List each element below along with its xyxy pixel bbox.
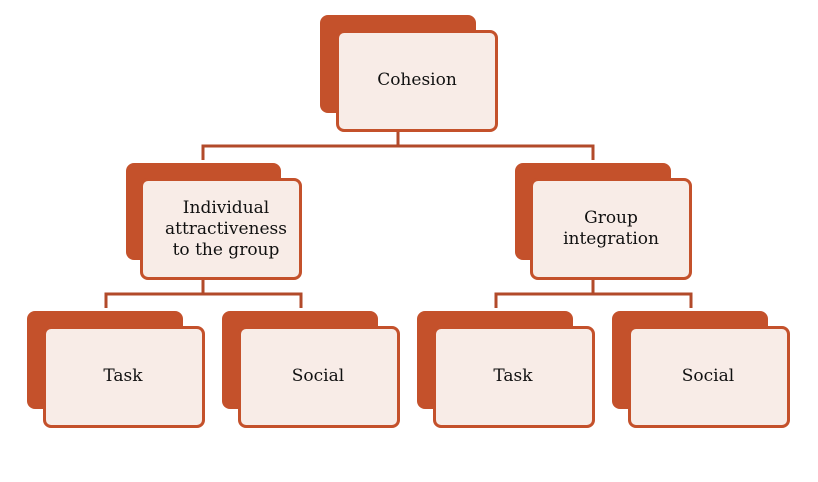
node-group-social: Social: [612, 311, 790, 428]
node-individual-social-label: Social: [291, 365, 345, 386]
node-individual-task-label: Task: [103, 365, 143, 386]
connector-individual-bar: [104, 292, 303, 308]
node-group-integration-box: [530, 178, 692, 280]
node-group-task-box: [433, 326, 595, 428]
node-cohesion-label: Cohesion: [377, 69, 457, 90]
connector-group-bar: [494, 292, 693, 308]
node-individual-attractiveness-label: Individual attractiveness to the group: [165, 197, 287, 260]
node-group-task: Task: [417, 311, 595, 428]
node-group-social-box: [628, 326, 790, 428]
node-individual-social: Social: [222, 311, 400, 428]
node-group-social-label: Social: [681, 365, 735, 386]
connector-top-bar: [201, 144, 595, 160]
node-individual-task: Task: [27, 311, 205, 428]
node-group-integration: Group integration: [515, 163, 692, 280]
node-cohesion-box: [336, 30, 498, 132]
node-individual-social-box: [238, 326, 400, 428]
node-individual-attractiveness: Individual attractiveness to the group: [126, 163, 302, 280]
node-group-task-label: Task: [493, 365, 533, 386]
node-group-integration-label: Group integration: [563, 208, 659, 249]
node-individual-task-box: [43, 326, 205, 428]
node-individual-attractiveness-box: [140, 178, 302, 280]
node-cohesion: Cohesion: [320, 15, 498, 132]
